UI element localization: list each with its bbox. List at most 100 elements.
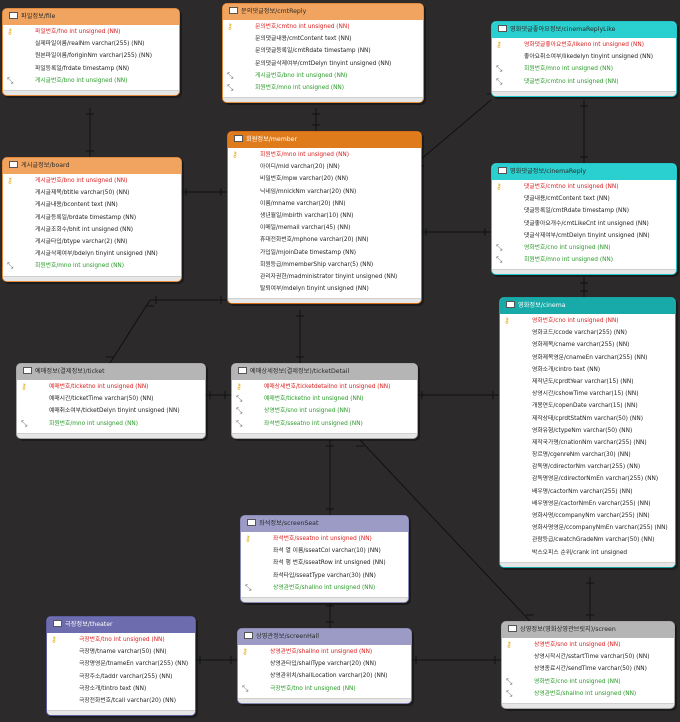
column-row[interactable]: 영화제목영문/cnameEn varchar(255) (NN)	[500, 352, 675, 364]
column-row[interactable]: 배우명영문/cactorNmEn varchar(255) (NN)	[500, 498, 675, 510]
entity-header[interactable]: 극장정보/theater	[47, 617, 195, 633]
column-row[interactable]: 개봉연도/copenDate varchar(15) (NN)	[500, 400, 675, 412]
column-row[interactable]: 상영관타입/shallType varchar(20) (NN)	[238, 658, 411, 670]
column-row[interactable]: 좌석 열 이름/sseatCol varchar(10) (NN)	[241, 545, 408, 557]
primary-key-column[interactable]: ⚷상영번호/sno int unsigned (NN)	[502, 639, 674, 651]
column-row[interactable]: 아이디/mid varchar(20) (NN)	[228, 161, 421, 173]
column-row[interactable]: 극장명영문/tnameEn varchar(255) (NN)	[47, 658, 195, 670]
column-row[interactable]: 극장전화번호/tcall varchar(20) (NN)	[47, 695, 195, 707]
column-row[interactable]: 극장명/tname varchar(50) (NN)	[47, 646, 195, 658]
column-row[interactable]: 극장소개/tintro text (NN)	[47, 683, 195, 695]
column-row[interactable]: 영화사명/ccompanyNm varchar(255) (NN)	[500, 510, 675, 522]
entity-screenhall[interactable]: 상영관정보/screenHall⚷상영관번호/shallno int unsig…	[237, 628, 412, 704]
foreign-key-column[interactable]: ⤡영화번호/cno int unsigned (NN)	[492, 242, 676, 254]
column-row[interactable]: 회원등급/mmemberShip varchar(5) (NN)	[228, 259, 421, 271]
entity-cmtreply[interactable]: 문의댓글정보/cmtReply⚷문의번호/cmtno int unsigned …	[222, 3, 424, 104]
entity-file[interactable]: 파일정보/file⚷파일번호/fno int unsigned (NN)실제파일…	[2, 8, 180, 96]
primary-key-column[interactable]: ⚷회원번호/mno int unsigned (NN)	[228, 149, 421, 161]
primary-key-column[interactable]: ⚷좌석번호/sseatno int unsigned (NN)	[241, 533, 408, 545]
column-row[interactable]: 영화사명영문/ccompanyNmEn varchar(255) (NN)	[500, 522, 675, 534]
column-row[interactable]: 박스오피스 순위/crank int unsigned	[500, 547, 675, 559]
entity-header[interactable]: 게시글정보/board	[3, 158, 181, 174]
column-row[interactable]: 댓글삭제여부/cmtDelyn tinyint unsigned (NN)	[492, 230, 676, 242]
primary-key-column[interactable]: ⚷영화번호/cno int unsigned (NN)	[500, 315, 675, 327]
column-row[interactable]: 감독명영문/cdirectorNmEn varchar(255) (NN)	[500, 473, 675, 485]
column-row[interactable]: 좌석 행 번호/sseatRow int unsigned (NN)	[241, 557, 408, 569]
column-row[interactable]: 원본파일이름/foriginNm varchar(255) (NN)	[3, 50, 179, 62]
column-row[interactable]: 게시글등록일/brdate timestamp (NN)	[3, 212, 181, 224]
primary-key-column[interactable]: ⚷문의번호/cmtno int unsigned (NN)	[223, 21, 423, 33]
entity-header[interactable]: 상영정보(영화상영관브릿지)/screen	[502, 622, 674, 638]
entity-board[interactable]: 게시글정보/board⚷게시글번호/bno int unsigned (NN) 게…	[2, 157, 182, 282]
column-row[interactable]: 게시글내용/bcontent text (NN)	[3, 199, 181, 211]
column-row[interactable]: 장르명/cgenreNm varchar(30) (NN)	[500, 449, 675, 461]
column-row[interactable]: 문의댓글등록일/cmtRdate timestamp (NN)	[223, 45, 423, 57]
column-row[interactable]: 배우명/cactorNm varchar(255) (NN)	[500, 486, 675, 498]
column-row[interactable]: 파일등록일/frdate timestamp (NN)	[3, 63, 179, 75]
column-row[interactable]: 탈퇴여부/mdelyn tinyint unsigned (NN)	[228, 283, 421, 295]
column-row[interactable]: 문의댓글내용/cmtContent text (NN)	[223, 33, 423, 45]
column-row[interactable]: 게시글조회수/bhit int unsigned (NN)	[3, 224, 181, 236]
column-row[interactable]: 영화코드/ccode varchar(255) (NN)	[500, 327, 675, 339]
primary-key-column[interactable]: ⚷상영관번호/shallno int unsigned (NN)	[238, 646, 411, 658]
entity-header[interactable]: 영화댓글좋아요정보/cinemaReplyLike	[492, 22, 676, 38]
foreign-key-column[interactable]: ⤡회원번호/mno int unsigned (NN)	[3, 260, 181, 272]
entity-header[interactable]: 예매정보(결제정보)/ticket	[17, 364, 205, 380]
entity-cinemareplylike[interactable]: 영화댓글좋아요정보/cinemaReplyLike⚷영화댓글좋아요번호/like…	[491, 21, 677, 97]
foreign-key-column[interactable]: ⤡극장번호/tno int unsigned (NN)	[238, 683, 411, 695]
entity-header[interactable]: 영화정보/cinema	[500, 298, 675, 314]
column-row[interactable]: 문의댓글삭제여부/cmtDelyn tinyint unsigned (NN)	[223, 58, 423, 70]
column-row[interactable]: 영화유형/ctypeNm varchar(50) (NN)	[500, 425, 675, 437]
column-row[interactable]: 댓글등록일/cmtRdate timestamp (NN)	[492, 205, 676, 217]
column-row[interactable]: 좌석타입/sseatType varchar(30) (NN)	[241, 570, 408, 582]
column-row[interactable]: 관람등급/cwatchGradeNm varchar(50) (NN)	[500, 534, 675, 546]
column-row[interactable]: 감독명/cdirectorNm varchar(255) (NN)	[500, 461, 675, 473]
column-row[interactable]: 게시글삭제여부/bdelyn tinyint unsigned (NN)	[3, 248, 181, 260]
column-row[interactable]: 영화소개/cintro text (NN)	[500, 364, 675, 376]
column-row[interactable]: 생년월일/mbirth varchar(10) (NN)	[228, 210, 421, 222]
entity-header[interactable]: 문의댓글정보/cmtReply	[223, 4, 423, 20]
column-row[interactable]: 상영시작시간/sstartTime varchar(50) (NN)	[502, 651, 674, 663]
column-row[interactable]: 실제파일이름/realNm varchar(255) (NN)	[3, 38, 179, 50]
foreign-key-column[interactable]: ⤡회원번호/mno int unsigned (NN)	[223, 82, 423, 94]
column-row[interactable]: 상영종료시간/sendTime varchar(50) (NN)	[502, 663, 674, 675]
foreign-key-column[interactable]: ⤡게시글번호/bno int unsigned (NN)	[3, 75, 179, 87]
column-row[interactable]: 이름/mname varchar(20) (NN)	[228, 198, 421, 210]
primary-key-column[interactable]: ⚷예매상세번호/ticketdetailno int unsigned (NN)	[232, 381, 417, 393]
column-row[interactable]: 댓글좋아요개수/cmtLikeCnt int unsigned (NN)	[492, 218, 676, 230]
foreign-key-column[interactable]: ⤡영화번호/cno int unsigned (NN)	[502, 676, 674, 688]
entity-header[interactable]: 좌석정보/screenSeat	[241, 516, 408, 532]
entity-cinemareply[interactable]: 영화댓글정보/cinemaReply⚷댓글번호/cmtno int unsign…	[491, 163, 677, 276]
column-row[interactable]: 예매취소여부/ticketDelyn tinyint unsigned (NN)	[17, 405, 205, 417]
foreign-key-column[interactable]: ⤡회원번호/mno int unsigned (NN)	[492, 254, 676, 266]
entity-header[interactable]: 영화댓글정보/cinemaReply	[492, 164, 676, 180]
foreign-key-column[interactable]: ⤡상영관번호/shallno int unsigned (NN)	[502, 688, 674, 700]
column-row[interactable]: 휴대전화번호/mphone varchar(20) (NN)	[228, 234, 421, 246]
foreign-key-column[interactable]: ⤡상영관번호/shallno int unsigned (NN)	[241, 582, 408, 594]
column-row[interactable]: 이메일/memail varchar(45) (NN)	[228, 222, 421, 234]
column-row[interactable]: 상영시간/cshowTime varchar(15) (NN)	[500, 388, 675, 400]
column-row[interactable]: 좋아요취소여부/likedelyn tinyint unsigned (NN)	[492, 51, 676, 63]
primary-key-column[interactable]: ⚷파일번호/fno int unsigned (NN)	[3, 26, 179, 38]
column-row[interactable]: 예매시간/ticketTime varchar(50) (NN)	[17, 393, 205, 405]
primary-key-column[interactable]: ⚷게시글번호/bno int unsigned (NN)	[3, 175, 181, 187]
entity-header[interactable]: 회원정보/member	[228, 132, 421, 148]
column-row[interactable]: 상영관위치/shallLocation varchar(20) (NN)	[238, 670, 411, 682]
entity-screenseat[interactable]: 좌석정보/screenSeat⚷좌석번호/sseatno int unsigne…	[240, 515, 409, 603]
column-row[interactable]: 게시글타입/btype varchar(2) (NN)	[3, 236, 181, 248]
entity-header[interactable]: 파일정보/file	[3, 9, 179, 25]
primary-key-column[interactable]: ⚷댓글번호/cmtno int unsigned (NN)	[492, 181, 676, 193]
entity-ticketdetail[interactable]: 예매상세정보(결제정보)/ticketDetail⚷예매상세번호/ticketd…	[231, 363, 418, 439]
primary-key-column[interactable]: ⚷예매번호/ticketno int unsigned (NN)	[17, 381, 205, 393]
entity-header[interactable]: 예매상세정보(결제정보)/ticketDetail	[232, 364, 417, 380]
entity-screen[interactable]: 상영정보(영화상영관브릿지)/screen⚷상영번호/sno int unsig…	[501, 621, 675, 709]
entity-member[interactable]: 회원정보/member⚷회원번호/mno int unsigned (NN)아이…	[227, 131, 422, 305]
foreign-key-column[interactable]: ⤡회원번호/mno int unsigned (NN)	[17, 418, 205, 430]
primary-key-column[interactable]: ⚷극장번호/tno int unsigned (NN)	[47, 634, 195, 646]
column-row[interactable]: 닉네임/mnickNm varchar(20) (NN)	[228, 186, 421, 198]
column-row[interactable]: 제작상태/cprdtStatNm varchar(50) (NN)	[500, 413, 675, 425]
column-row[interactable]: 제작국가명/cnationNm varchar(255) (NN)	[500, 437, 675, 449]
entity-cinema[interactable]: 영화정보/cinema⚷영화번호/cno int unsigned (NN)영화…	[499, 297, 676, 568]
column-row[interactable]: 관리자권한/madministrator tinyint unsigned (N…	[228, 271, 421, 283]
foreign-key-column[interactable]: ⤡좌석번호/sseatno int unsigned (NN)	[232, 418, 417, 430]
